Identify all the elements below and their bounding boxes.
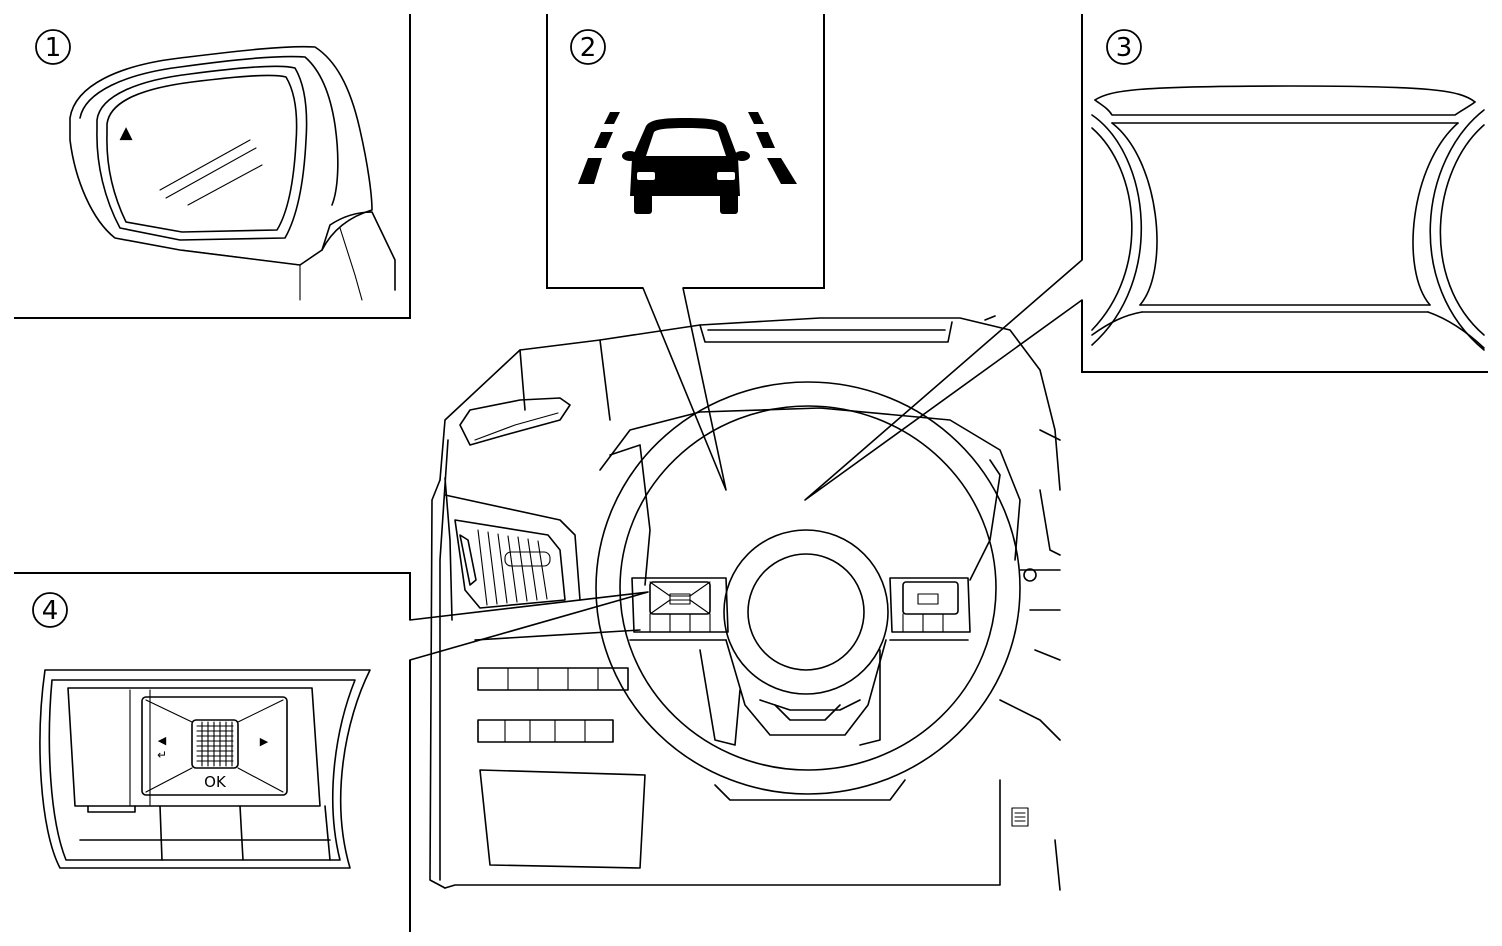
callout-number-3-circle (1106, 29, 1142, 65)
ok-label: OK (204, 773, 227, 791)
panel-2-lane-indicator: 2 (546, 14, 825, 491)
roller-texture (196, 721, 234, 767)
callout-number-4-circle (32, 592, 68, 628)
panel-4-steering-switch: 4 OK ◀ ↵ ▶ (14, 572, 649, 932)
callout-number-3: 3 (1116, 33, 1133, 63)
lane-marker-right-icon (748, 112, 797, 184)
callout-number-1-circle (35, 29, 71, 65)
callout-number-2-circle (570, 29, 606, 65)
car-icon (622, 118, 750, 214)
back-icon[interactable]: ↵ (157, 748, 167, 762)
right-arrow-icon[interactable]: ▶ (260, 735, 269, 748)
callout-number-1: 1 (45, 33, 62, 63)
ok-roller-button[interactable] (191, 719, 239, 769)
callout-number-2: 2 (580, 33, 597, 63)
dashboard-illustration (429, 315, 1061, 891)
panel-3-instrument-display: 3 (804, 14, 1488, 501)
panel-1-door-mirror: 1 ▲ (14, 14, 411, 319)
lane-marker-left-icon (578, 112, 620, 184)
mirror-indicator-icon: ▲ (119, 123, 133, 143)
left-arrow-icon[interactable]: ◀ (158, 734, 167, 747)
callout-number-4: 4 (42, 596, 59, 626)
